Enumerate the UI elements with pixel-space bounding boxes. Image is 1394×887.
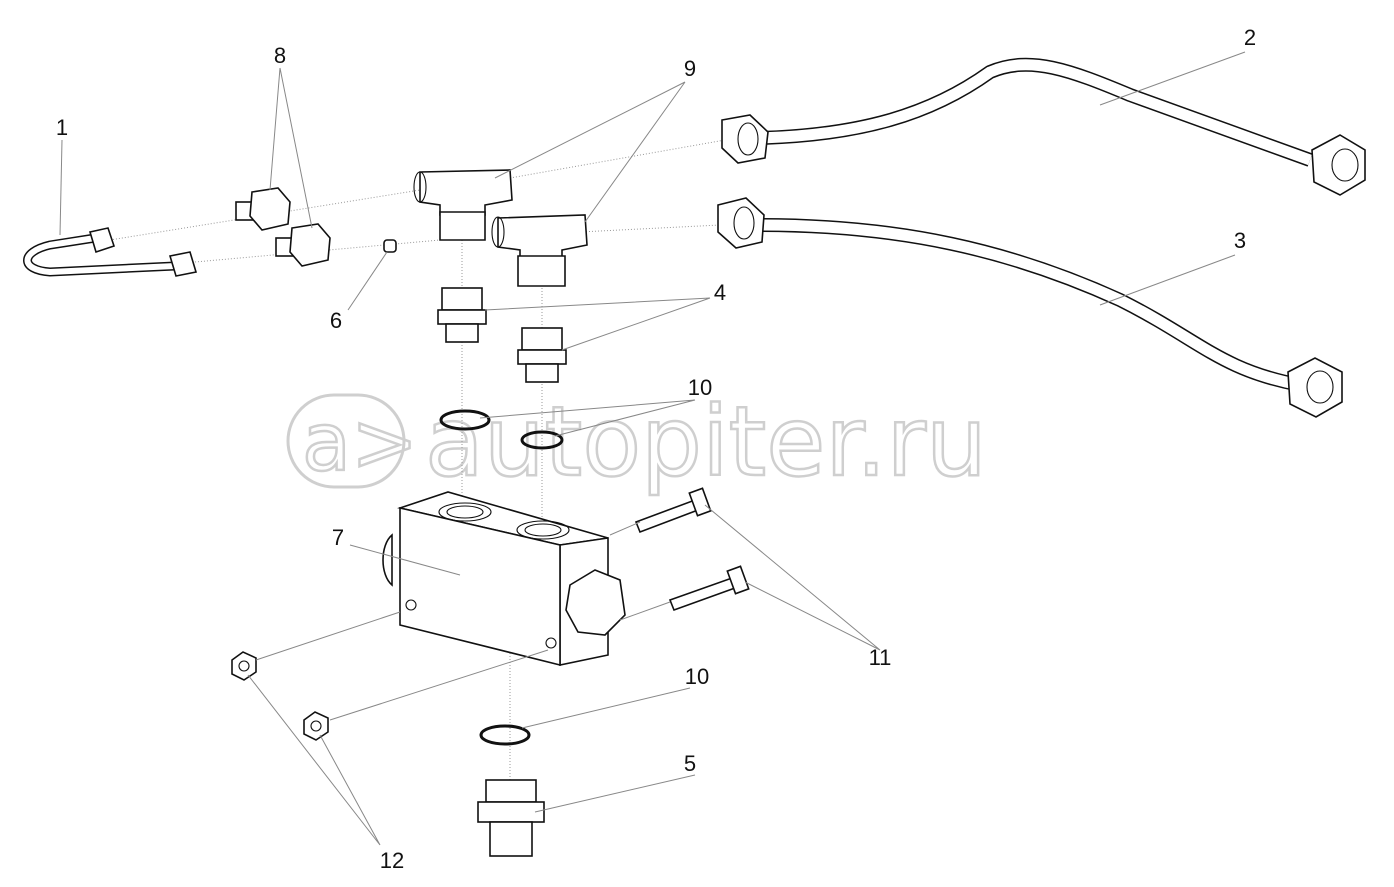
callout-5: 5 <box>684 751 696 776</box>
callout-labels: 1 2 3 4 5 6 7 8 9 10 10 11 12 <box>56 25 1256 873</box>
callout-9: 9 <box>684 56 696 81</box>
adapter-4 <box>437 287 567 383</box>
plug-6 <box>383 239 397 253</box>
pipe-2 <box>721 57 1366 196</box>
svg-text:a>: a> <box>302 396 418 489</box>
watermark-text: autopiter.ru <box>425 386 987 498</box>
valve-block-7 <box>382 491 626 667</box>
leader-lines <box>59 51 1246 846</box>
callout-8: 8 <box>274 43 286 68</box>
callout-11: 11 <box>869 645 892 670</box>
pipe-1 <box>23 227 198 277</box>
callout-1: 1 <box>56 115 68 140</box>
callout-10-bottom: 10 <box>685 664 709 689</box>
adapter-5 <box>477 779 545 857</box>
fitting-8 <box>235 187 331 267</box>
autopiter-logo: a> <box>286 393 419 490</box>
callout-2: 2 <box>1244 25 1256 50</box>
assembly-axes <box>109 139 726 790</box>
callout-3: 3 <box>1234 228 1246 253</box>
pipe-3 <box>717 197 1343 418</box>
watermark: a> autopiter.ru <box>286 385 988 499</box>
bolt-11 <box>634 487 750 612</box>
nut-12 <box>231 651 329 741</box>
callout-7: 7 <box>332 525 344 550</box>
callout-4: 4 <box>714 280 726 305</box>
o-ring-10 <box>439 409 564 746</box>
callout-10-top: 10 <box>688 375 712 400</box>
callout-6: 6 <box>330 308 342 333</box>
callout-12: 12 <box>380 848 404 873</box>
tee-9 <box>413 169 588 287</box>
